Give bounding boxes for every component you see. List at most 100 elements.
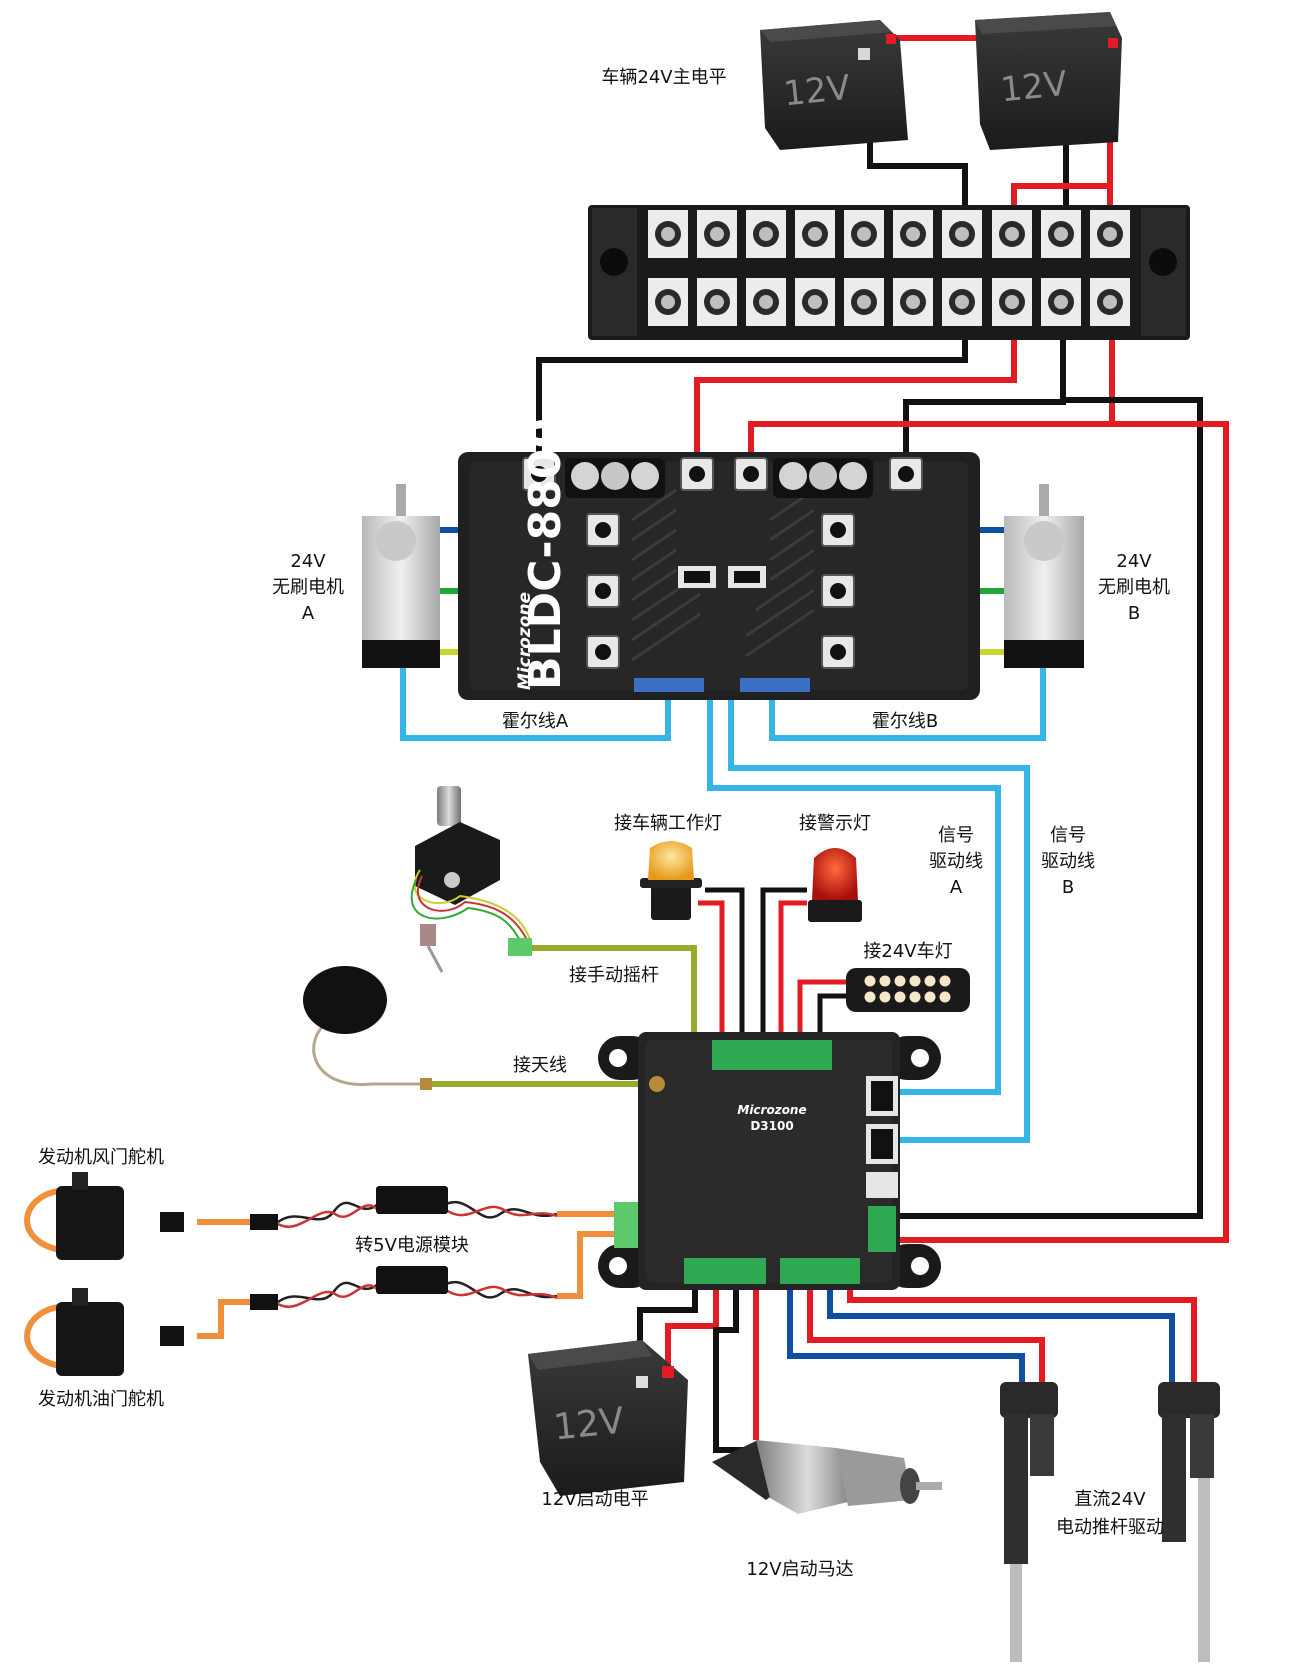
label-start-motor: 12V启动马达 — [746, 1559, 854, 1580]
actuator-2 — [1158, 1382, 1220, 1662]
label-antenna: 接天线 — [513, 1055, 567, 1076]
terminal-screw — [992, 278, 1032, 326]
servo-air — [24, 1172, 184, 1260]
terminal-screw — [893, 210, 933, 258]
label-motor-b-line1: 24V — [1116, 551, 1152, 572]
driver-model-text: BLDC-8800 — [520, 418, 571, 690]
warning-light-black-wire — [760, 887, 807, 1046]
lamp-led — [879, 991, 891, 1003]
battery-neg-wire — [867, 128, 968, 224]
d3100-controller: Microzone D3100 — [598, 1032, 941, 1290]
label-signal-a-line3: A — [949, 877, 963, 898]
label-actuator-line1: 直流24V — [1074, 1489, 1146, 1510]
bldc-driver: BLDC-8800 Microzone — [458, 418, 980, 700]
label-hall-b: 霍尔线B — [871, 711, 939, 732]
main-battery-2: 12V — [975, 12, 1122, 150]
lamp-led — [909, 991, 921, 1003]
hall-a-wire — [400, 668, 671, 741]
driver-b-pos-wire — [748, 340, 1115, 466]
label-signal-b-line1: 信号 — [1050, 825, 1086, 846]
controller-model-text: D3100 — [750, 1119, 793, 1133]
buck-2-lead-left — [277, 1281, 379, 1304]
buck-module-1 — [250, 1186, 448, 1230]
main-battery-1-label: 12V — [782, 68, 852, 115]
warning-light-red-wire — [778, 900, 807, 1046]
label-vehicle-24v: 车辆24V主电平 — [601, 67, 727, 88]
label-actuator-line2: 电动推杆驱动 — [1056, 1517, 1164, 1538]
lamp-led — [894, 975, 906, 987]
buck-module-2 — [250, 1266, 448, 1310]
label-motor-a-line2: 无刷电机 — [272, 577, 344, 598]
label-motor-b-line3: B — [1127, 603, 1141, 624]
terminal-screw — [844, 278, 884, 326]
driver-b-neg-wire — [903, 340, 1066, 466]
terminal-screw — [942, 278, 982, 326]
driver-brand-text: Microzone — [515, 592, 535, 690]
buck-1-lead-left — [277, 1201, 379, 1224]
label-warning-light: 接警示灯 — [799, 813, 871, 834]
work-light-red-wire — [698, 900, 725, 1046]
label-buck-5v: 转5V电源模块 — [355, 1235, 469, 1256]
lamp-24v — [846, 968, 970, 1012]
lamp-24v-red-wire — [797, 979, 860, 1046]
lamp-led — [894, 991, 906, 1003]
work-light-black-wire — [705, 887, 745, 1046]
label-throttle-servo-oil: 发动机油门舵机 — [38, 1389, 164, 1410]
servo-oil — [24, 1288, 184, 1376]
actuator-2-blue-wire — [827, 1270, 1175, 1384]
antenna — [303, 966, 432, 1090]
label-motor-a-line1: 24V — [290, 551, 326, 572]
hall-b-wire — [769, 668, 1046, 741]
label-joystick: 接手动摇杆 — [569, 965, 659, 986]
lamp-led — [879, 975, 891, 987]
lamp-led — [939, 975, 951, 987]
label-hall-a: 霍尔线A — [501, 711, 569, 732]
main-battery-2-label: 12V — [999, 64, 1069, 111]
terminal-screw — [1041, 210, 1081, 258]
terminal-screw — [795, 210, 835, 258]
terminal-screw — [942, 210, 982, 258]
controller-brand-text: Microzone — [737, 1103, 806, 1117]
driver-a-pos-wire — [694, 340, 1017, 466]
warning-light — [808, 848, 862, 922]
terminal-screw — [648, 278, 688, 326]
start-battery-red-wire — [665, 1270, 719, 1370]
label-lamp-24v: 接24V车灯 — [863, 941, 953, 962]
main-battery-1: 12V — [760, 20, 908, 150]
label-start-battery: 12V启动电平 — [541, 1489, 649, 1510]
label-signal-b-line3: B — [1061, 877, 1075, 898]
servo-oil-ctrl-wire — [557, 1231, 620, 1299]
lamp-led — [939, 991, 951, 1003]
lamp-led — [924, 975, 936, 987]
terminal-screw — [648, 210, 688, 258]
start-battery: 12V — [528, 1340, 688, 1496]
terminal-screw — [1090, 210, 1130, 258]
terminal-block — [588, 205, 1190, 340]
joystick-wire — [532, 945, 697, 1034]
lamp-led — [924, 991, 936, 1003]
lamp-led — [864, 991, 876, 1003]
label-motor-b-line2: 无刷电机 — [1098, 577, 1170, 598]
label-motor-a-line3: A — [301, 603, 315, 624]
label-throttle-servo-air: 发动机风门舵机 — [38, 1147, 164, 1168]
terminal-screw — [697, 210, 737, 258]
buck-1-lead-right-red — [445, 1205, 558, 1218]
start-motor-black-wire — [713, 1270, 745, 1453]
label-work-light: 接车辆工作灯 — [614, 813, 722, 834]
label-signal-a-line2: 驱动线 — [929, 851, 983, 872]
terminal-screw — [992, 210, 1032, 258]
terminal-screw — [746, 210, 786, 258]
servo-oil-wire — [197, 1299, 250, 1339]
buck-2-lead-left-red — [277, 1284, 379, 1308]
brushless-motor-a — [362, 484, 440, 668]
controller-neg-wire — [898, 397, 1203, 1219]
work-light — [640, 841, 702, 920]
actuator-1-blue-wire — [787, 1270, 1025, 1384]
terminal-screw — [746, 278, 786, 326]
terminal-screw — [844, 210, 884, 258]
start-motor — [712, 1440, 942, 1514]
terminal-screw — [893, 278, 933, 326]
controller-pos-wire — [898, 421, 1229, 1243]
